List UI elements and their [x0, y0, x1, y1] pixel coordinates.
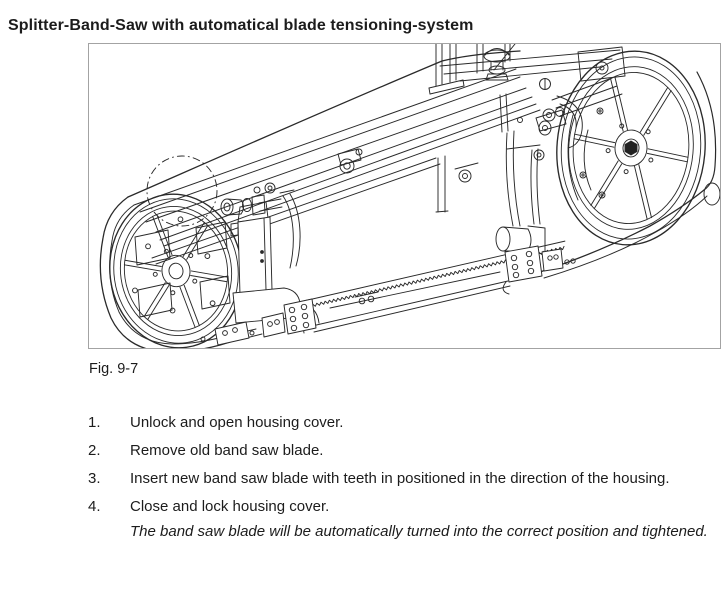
step-text: Insert new band saw blade with teeth in …	[130, 470, 670, 487]
blade-guide-right	[503, 246, 575, 294]
band-saw-drawing	[89, 44, 720, 348]
figure-caption: Fig. 9-7	[89, 361, 139, 377]
right-wheel-details	[568, 108, 637, 200]
hub-hex-nut	[625, 141, 637, 155]
screw-head	[540, 79, 551, 90]
step-1: 1. Unlock and open housing cover.	[88, 412, 710, 433]
step-number: 2.	[88, 442, 101, 459]
figure-frame	[88, 43, 721, 349]
right-band-wheel	[549, 45, 713, 251]
dashed-detail-circle	[147, 156, 217, 226]
blade-guide-left	[201, 292, 378, 345]
guide-rollers	[221, 149, 478, 268]
step-2: 2. Remove old band saw blade.	[88, 440, 710, 461]
step-text: Close and lock housing cover.	[130, 498, 330, 515]
step-text: Remove old band saw blade.	[130, 442, 324, 459]
tension-mechanism	[429, 44, 551, 123]
instruction-list: 1. Unlock and open housing cover. 2. Rem…	[88, 412, 710, 549]
step-text: Unlock and open housing cover.	[130, 414, 344, 431]
step-number: 3.	[88, 470, 101, 487]
step-4: 4. Close and lock housing cover. The ban…	[88, 496, 710, 542]
page-title: Splitter-Band-Saw with automatical blade…	[8, 16, 474, 34]
wheel-backplates	[135, 222, 230, 317]
step-number: 4.	[88, 498, 101, 515]
right-stand	[436, 94, 582, 254]
step-note: The band saw blade will be automatically…	[130, 523, 708, 540]
step-3: 3. Insert new band saw blade with teeth …	[88, 468, 710, 489]
step-number: 1.	[88, 414, 101, 431]
